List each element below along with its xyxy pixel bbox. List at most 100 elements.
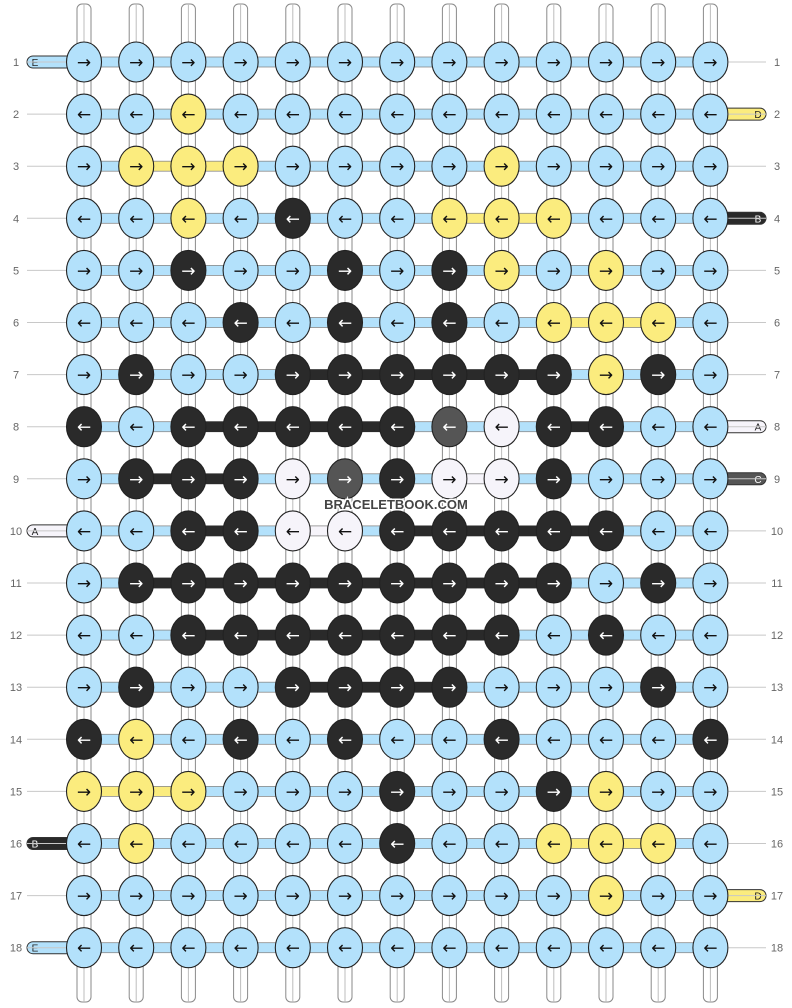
knot-arrow: → — [547, 366, 561, 386]
knot: → — [379, 354, 416, 396]
knot: → — [326, 354, 364, 396]
knot-arrow: → — [651, 157, 665, 177]
knot: → — [274, 458, 311, 500]
row-number-left: 15 — [10, 786, 22, 798]
knot: ← — [274, 718, 311, 760]
knot-arrow: → — [129, 887, 143, 907]
knot: → — [118, 145, 155, 187]
knot-arrow: → — [547, 678, 561, 698]
knot: → — [118, 41, 155, 83]
knot-arrow: ← — [181, 835, 195, 855]
knot-arrow: ← — [651, 418, 665, 438]
knot: ← — [222, 927, 259, 969]
knot: → — [274, 562, 311, 604]
knot: ← — [170, 510, 207, 552]
knot: ← — [65, 510, 103, 552]
knot-arrow: → — [286, 574, 300, 594]
knot-arrow: ← — [129, 626, 143, 646]
knot: ← — [170, 93, 207, 135]
row-number-right: 7 — [774, 370, 780, 382]
knot-arrow: → — [494, 678, 508, 698]
knot-arrow: ← — [599, 939, 613, 959]
knot: ← — [431, 197, 468, 239]
row-number-left: 2 — [13, 109, 19, 121]
knot-arrow: ← — [442, 626, 456, 646]
knot: → — [431, 666, 468, 708]
knot-arrow: ← — [599, 730, 613, 750]
knot-arrow: ← — [338, 835, 352, 855]
knot: → — [431, 458, 468, 500]
knot-arrow: ← — [703, 835, 717, 855]
knot: ← — [326, 614, 364, 656]
knot: → — [118, 562, 155, 604]
knot: ← — [483, 197, 520, 239]
knot-arrow: ← — [181, 626, 195, 646]
knot-arrow: ← — [77, 939, 91, 959]
knot-arrow: → — [547, 261, 561, 281]
knot: ← — [431, 301, 468, 344]
knot: → — [222, 145, 259, 187]
knot: ← — [170, 718, 207, 760]
knot: ← — [692, 614, 729, 656]
knot-arrow: → — [286, 678, 300, 698]
knot: → — [692, 145, 729, 187]
knot-arrow: ← — [651, 730, 665, 750]
knot: → — [587, 875, 625, 917]
knot-arrow: ← — [494, 314, 508, 334]
knot-arrow: ← — [703, 209, 717, 229]
knot: ← — [65, 406, 103, 448]
knot: ← — [379, 301, 416, 344]
knot: ← — [379, 510, 416, 552]
knot-arrow: ← — [547, 105, 561, 125]
knot: ← — [326, 406, 364, 448]
row-number-left: 10 — [10, 526, 22, 538]
knot-arrow: → — [286, 470, 300, 490]
knot: ← — [274, 301, 311, 344]
knot: → — [222, 458, 259, 500]
knot-arrow: ← — [442, 835, 456, 855]
knot-arrow: → — [181, 366, 195, 386]
knot-arrow: ← — [181, 105, 195, 125]
knot: ← — [65, 822, 103, 865]
knot: ← — [692, 197, 729, 239]
knot: ← — [222, 197, 259, 239]
knot-arrow: → — [286, 261, 300, 281]
knot: → — [535, 875, 572, 917]
knot-arrow: ← — [599, 626, 613, 646]
knot: ← — [535, 927, 572, 969]
knot-arrow: ← — [442, 314, 456, 334]
knot-arrow: ← — [442, 730, 456, 750]
knot-arrow: → — [77, 366, 91, 386]
knot-arrow: ← — [77, 209, 91, 229]
knot-arrow: ← — [233, 835, 247, 855]
knot: ← — [587, 93, 625, 135]
row-number-left: 18 — [10, 943, 22, 955]
row-number-right: 9 — [774, 474, 780, 486]
row-number-right: 18 — [771, 943, 783, 955]
knot: → — [483, 875, 520, 917]
knot-arrow: → — [77, 261, 91, 281]
row-number-left: 7 — [13, 370, 19, 382]
knot-arrow: ← — [442, 105, 456, 125]
knot-arrow: → — [338, 366, 352, 386]
knot: ← — [274, 406, 311, 448]
knot: ← — [170, 301, 207, 344]
knot-arrow: → — [390, 366, 404, 386]
knot-arrow: ← — [77, 626, 91, 646]
knot-arrow: ← — [286, 522, 300, 542]
knot: ← — [640, 718, 677, 760]
svg-text:D: D — [754, 110, 761, 121]
row-number-left: 1 — [13, 57, 19, 69]
knot: ← — [326, 93, 364, 135]
row-number-right: 13 — [771, 682, 783, 694]
knot: ← — [170, 614, 207, 656]
knot-arrow: ← — [181, 209, 195, 229]
knot-arrow: ← — [233, 626, 247, 646]
knot-arrow: → — [599, 887, 613, 907]
knot: → — [222, 41, 259, 83]
knot-arrow: → — [390, 470, 404, 490]
knot: → — [65, 41, 103, 83]
knot-arrow: → — [651, 782, 665, 802]
knot-arrow: → — [442, 887, 456, 907]
knot: → — [483, 249, 520, 291]
